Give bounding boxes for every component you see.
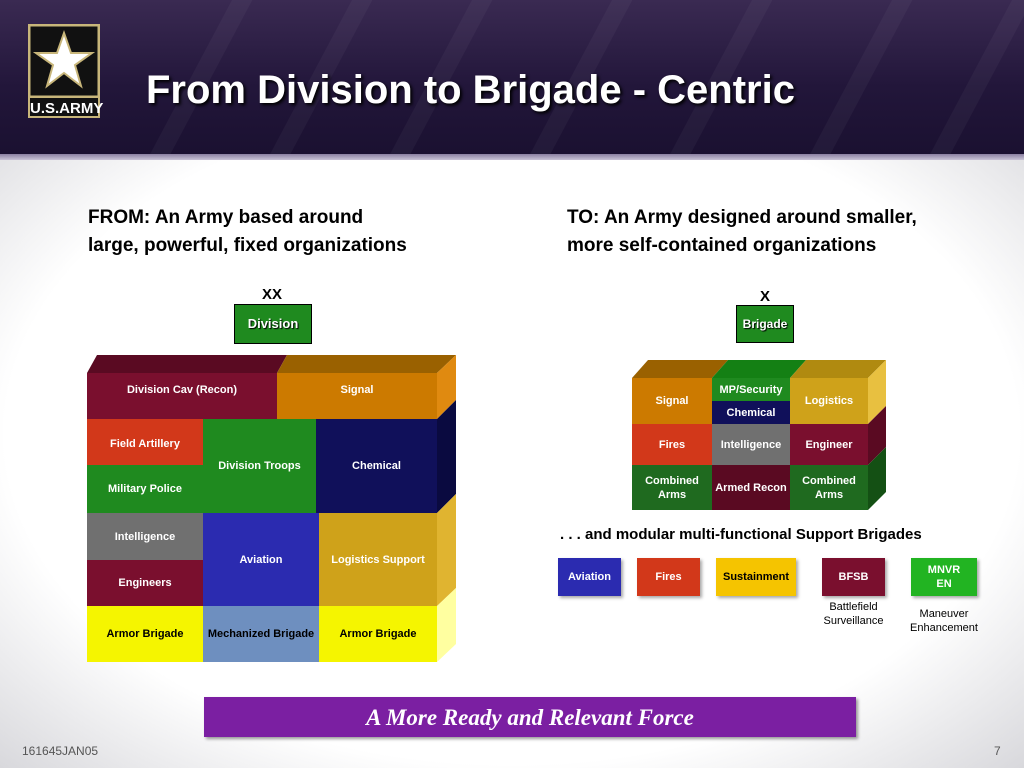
support-sustainment: Sustainment	[716, 558, 796, 596]
army-star-logo-icon	[27, 23, 101, 120]
tagline-banner: A More Ready and Relevant Force	[204, 697, 856, 737]
brigade-unit-box: Brigade	[736, 305, 794, 343]
support-brigades-caption: . . . and modular multi-functional Suppo…	[560, 526, 922, 543]
support-aviation: Aviation	[558, 558, 621, 596]
mnvr-caption: Maneuver Enhancement	[910, 608, 978, 634]
cell-division-signal: Signal	[277, 373, 437, 419]
slide-title: From Division to Brigade - Centric	[146, 68, 795, 112]
division-unit-box: Division	[234, 304, 312, 344]
cell-combined-arms-right: Combined Arms	[790, 465, 868, 510]
support-bfsb: BFSB	[822, 558, 885, 596]
cell-combined-arms-left: Combined Arms	[632, 465, 712, 510]
to-subtitle-line1: TO: An Army designed around smaller,	[567, 207, 917, 228]
footer-page-number: 7	[994, 744, 1001, 758]
cell-division-chemical: Chemical	[316, 419, 437, 513]
brigade-echelon-symbol: X	[759, 288, 770, 305]
header-band	[0, 0, 1024, 158]
division-echelon-symbol: XX	[261, 286, 282, 303]
cell-mechanized-brigade: Mechanized Brigade	[203, 606, 319, 662]
cell-armor-brigade-left: Armor Brigade	[87, 606, 203, 662]
bfsb-caption: Battlefield Surveillance	[823, 601, 884, 627]
cell-mp-security: MP/Security	[712, 378, 790, 401]
to-subtitle-line2: more self-contained organizations	[567, 235, 877, 256]
cell-engineers: Engineers	[87, 560, 203, 606]
cell-division-troops: Division Troops	[203, 419, 316, 513]
footer-dtg: 161645JAN05	[22, 744, 99, 758]
cell-military-police: Military Police	[87, 465, 203, 513]
cell-field-artillery: Field Artillery	[87, 419, 203, 465]
from-subtitle-line2: large, powerful, fixed organizations	[88, 235, 407, 256]
cell-armor-brigade-right: Armor Brigade	[319, 606, 437, 662]
support-fires: Fires	[637, 558, 700, 596]
from-subtitle-line1: FROM: An Army based around	[88, 207, 364, 228]
cell-brigade-logistics: Logistics	[790, 378, 868, 424]
header-divider	[0, 154, 1024, 160]
from-subtitle: FROM: An Army based around large, powerf…	[88, 204, 407, 260]
cell-brigade-fires: Fires	[632, 424, 712, 465]
cell-armed-recon: Armed Recon	[712, 465, 790, 510]
support-mnvr-en: MNVR EN	[911, 558, 977, 596]
army-logo-text: U.S.ARMY	[28, 96, 103, 118]
to-subtitle: TO: An Army designed around smaller, mor…	[567, 204, 917, 260]
cell-division-aviation: Aviation	[203, 513, 319, 606]
cell-brigade-intelligence: Intelligence	[712, 424, 790, 465]
cell-brigade-chemical: Chemical	[712, 401, 790, 424]
cell-division-cav: Division Cav (Recon)	[87, 373, 277, 419]
cell-brigade-signal: Signal	[632, 378, 712, 424]
cell-logistics-support: Logistics Support	[319, 513, 437, 606]
cell-division-intelligence: Intelligence	[87, 513, 203, 560]
cell-brigade-engineer: Engineer	[790, 424, 868, 465]
